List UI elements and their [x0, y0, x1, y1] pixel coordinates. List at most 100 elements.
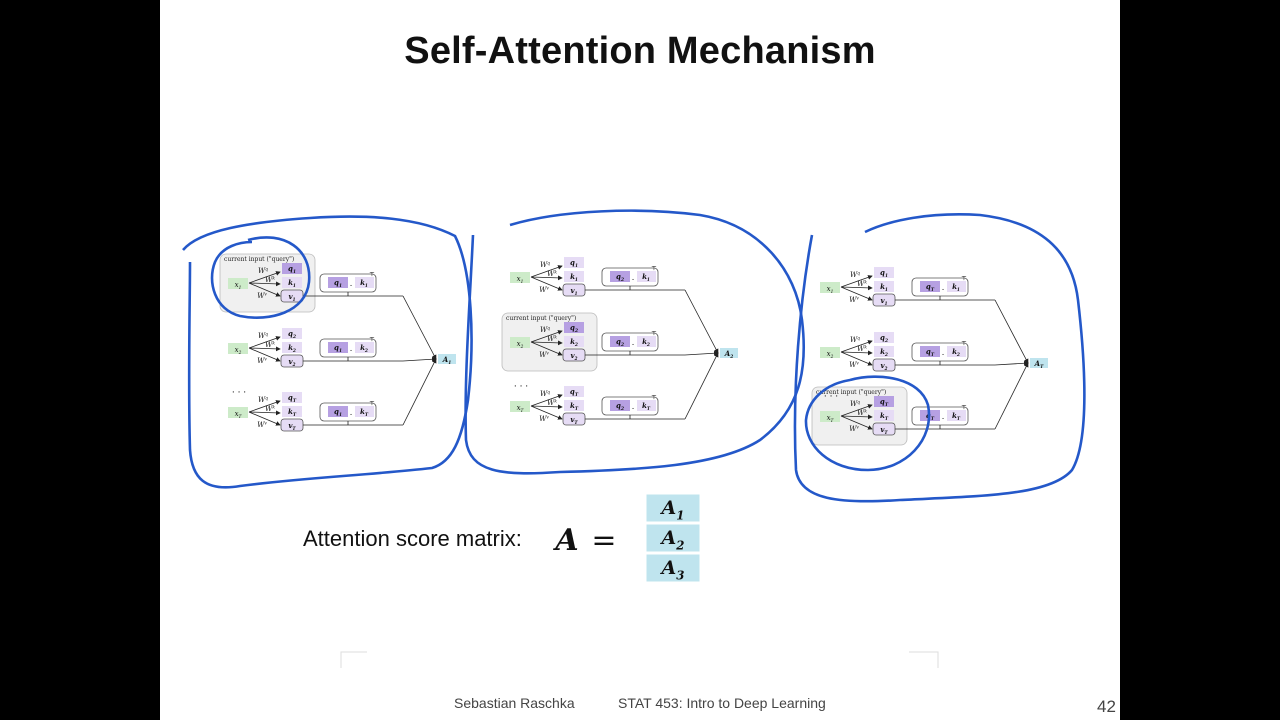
transpose-mark: ⊤ [651, 394, 657, 401]
dot-key-label: kT [360, 407, 369, 418]
projection-arrow [248, 271, 281, 284]
output-box [720, 348, 738, 358]
slide-title: Self-Attention Mechanism [404, 30, 876, 72]
projection-arrow [840, 340, 873, 353]
key-box [282, 277, 302, 288]
attention-panel-2: current input ("query")x1WqWkWvq1k1v1q2.… [501, 257, 738, 426]
weight-v-label: Wv [539, 415, 549, 423]
query-label: q2 [880, 333, 888, 344]
dot-key [355, 342, 374, 353]
key-box [874, 281, 894, 292]
dot-query [328, 406, 348, 417]
projection-arrow [248, 346, 281, 352]
key-label: kT [570, 401, 579, 412]
dot-query [610, 271, 630, 282]
key-box [874, 410, 894, 421]
projection-arrow [530, 394, 563, 407]
dot-symbol: . [350, 279, 353, 288]
dot-symbol: . [632, 338, 635, 347]
dot-query [328, 277, 348, 288]
equation: A= [552, 523, 616, 558]
output-arrow [402, 295, 437, 360]
key-box [282, 406, 302, 417]
projection-arrow [840, 404, 873, 417]
dot-query-label: q1 [334, 343, 342, 354]
dot-key-label: k1 [642, 272, 650, 283]
input-box [228, 343, 248, 354]
weight-k-label: Wk [547, 270, 557, 278]
projection-arrow [840, 275, 873, 288]
dot-key [947, 346, 966, 357]
weight-k-label: Wk [265, 341, 275, 349]
current-input-label: current input ("query") [816, 389, 886, 396]
query-label: qT [288, 393, 297, 404]
query-label: q1 [570, 258, 578, 269]
key-box [282, 342, 302, 353]
panel-2-outline [464, 209, 806, 475]
projection-arrow [840, 415, 873, 430]
input-label: x1 [235, 281, 242, 291]
query-label: q1 [880, 268, 888, 279]
transpose-mark: ⊤ [961, 404, 967, 411]
dot-query-label: qT [926, 282, 935, 293]
hand-drawn-annotations [182, 209, 1086, 503]
key-label: k2 [288, 343, 296, 354]
dot-key [355, 406, 374, 417]
input-box [510, 337, 530, 348]
input-label: xT [517, 404, 525, 414]
matrix-row-1 [645, 493, 701, 523]
dot-key-label: k2 [642, 337, 650, 348]
transpose-mark: ⊤ [369, 336, 375, 343]
dot-key-label: k2 [360, 343, 368, 354]
key-label: k2 [570, 337, 578, 348]
weight-k-label: Wk [857, 409, 867, 417]
dot-symbol: . [942, 412, 945, 421]
dot-query [610, 400, 630, 411]
weight-k-label: Wk [547, 399, 557, 407]
input-box [228, 278, 248, 289]
weight-q-label: Wq [258, 396, 268, 404]
projection-arrow [530, 330, 563, 343]
weight-v-label: Wv [257, 292, 267, 300]
projection-arrow [840, 286, 873, 301]
dot-key-label: kT [952, 411, 961, 422]
projection-arrow [530, 275, 563, 281]
weight-v-label: Wv [849, 425, 859, 433]
query-label: qT [570, 387, 579, 398]
input-box [820, 411, 840, 422]
projection-arrow [530, 265, 563, 278]
weight-q-label: Wq [540, 326, 550, 334]
weight-v-label: Wv [257, 421, 267, 429]
slide-crop-marks [340, 651, 939, 668]
key-box [874, 346, 894, 357]
weight-q-label: Wq [258, 267, 268, 275]
panel-3-query-circle [804, 375, 931, 472]
projection-arrow [248, 400, 281, 413]
equation-equals: = [591, 523, 616, 558]
weight-q-label: Wq [540, 390, 550, 398]
weight-k-label: Wk [265, 405, 275, 413]
output-box [438, 354, 456, 364]
weight-v-label: Wv [257, 357, 267, 365]
weight-v-label: Wv [539, 351, 549, 359]
weight-k-label: Wk [547, 335, 557, 343]
weight-v-label: Wv [849, 361, 859, 369]
ellipsis: · · · [232, 388, 246, 398]
value-label: vT [570, 415, 578, 426]
dot-key-label: k2 [952, 347, 960, 358]
input-box [510, 272, 530, 283]
transpose-mark: ⊤ [961, 275, 967, 282]
matrix-row-label-1: A1 [660, 497, 685, 523]
projection-arrow [248, 410, 281, 416]
equation-lhs: A [552, 523, 578, 558]
matrix-row-2 [645, 523, 701, 553]
projection-arrow [530, 405, 563, 420]
dot-query [920, 281, 940, 292]
